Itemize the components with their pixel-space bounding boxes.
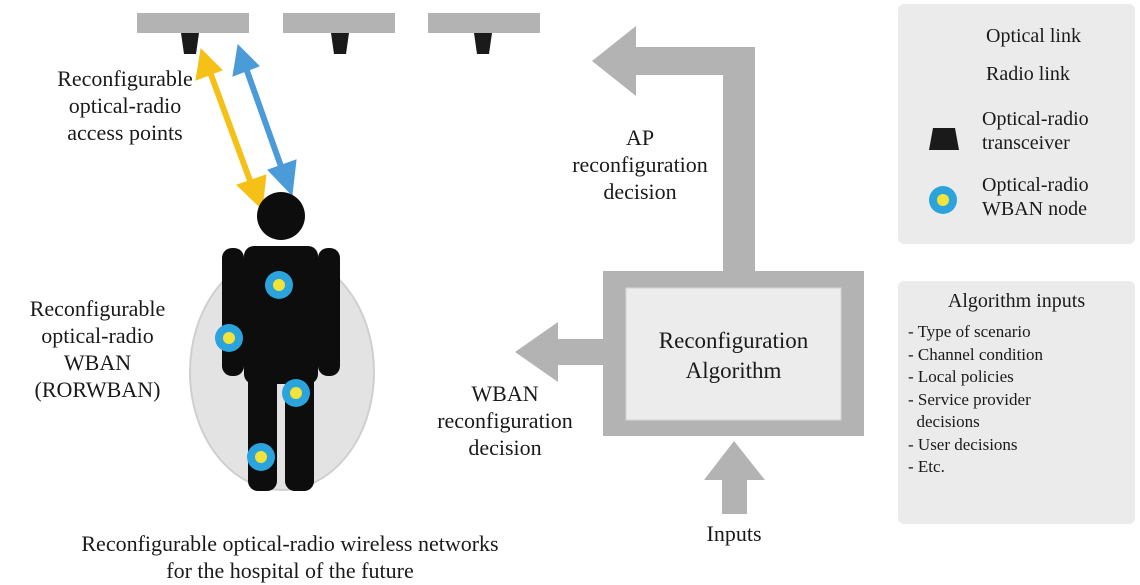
legend-node-line: WBAN node: [982, 198, 1087, 220]
algorithm-input-item: - Service provider: [908, 389, 1031, 409]
algorithm-input-item: - Type of scenario: [908, 322, 1031, 341]
radio-link-arrow: [232, 43, 297, 197]
trapezoid-transceiver-icon: [929, 128, 959, 150]
legend-transceiver: Optical-radio transceiver: [982, 107, 1089, 155]
access-points-label: Reconfigurable optical-radio access poin…: [20, 65, 230, 146]
caption-line: Reconfigurable optical-radio wireless ne…: [81, 531, 499, 556]
ceiling-panel-2: [283, 13, 395, 33]
algorithm-label: Reconfiguration Algorithm: [626, 326, 841, 386]
inputs-label-text: Inputs: [706, 521, 762, 546]
legend-transceiver-line: Optical-radio: [982, 108, 1089, 130]
wban-nodes: [215, 271, 310, 471]
algorithm-input-item: - Local policies: [908, 367, 1014, 386]
person-torso: [244, 246, 318, 384]
wban-node-icon: [282, 379, 310, 407]
algorithm-input-item: - Etc.: [908, 457, 945, 476]
person-head: [257, 192, 305, 240]
algorithm-label-line: Reconfiguration: [658, 328, 809, 353]
caption: Reconfigurable optical-radio wireless ne…: [10, 530, 570, 584]
legend-panel: Optical link Radio link Optical-radio tr…: [898, 4, 1135, 244]
ap-decision-label-line: decision: [603, 179, 677, 204]
person-right-arm: [318, 248, 340, 376]
wban-node-icon: [215, 324, 243, 352]
legend-node: Optical-radio WBAN node: [982, 173, 1089, 221]
legend-radio-link: Radio link: [986, 62, 1070, 86]
transceiver-icon-2: [331, 33, 349, 54]
wban-decision-label-line: WBAN: [471, 381, 539, 406]
person-left-leg: [248, 370, 277, 491]
person-left-arm: [222, 248, 244, 376]
algorithm-inputs-title: Algorithm inputs: [947, 290, 1086, 312]
wban-label-line: (RORWBAN): [34, 377, 161, 402]
wban-decision-arrow: [515, 322, 606, 382]
access-points-label-line: optical-radio: [68, 93, 182, 118]
inputs-arrow: [704, 441, 765, 514]
ap-decision-arrow: [592, 26, 755, 273]
algorithm-inputs-panel: Algorithm inputs - Type of scenario - Ch…: [898, 281, 1135, 524]
wban-label-line: Reconfigurable: [29, 296, 166, 321]
caption-line: for the hospital of the future: [166, 558, 414, 583]
wban-node-icon: [265, 271, 293, 299]
wban-node-icon: [247, 443, 275, 471]
ceiling-panel-1: [137, 13, 249, 33]
ring-dot-node-icon: [929, 186, 957, 214]
ceiling-panels: [137, 13, 540, 33]
transceiver-icon-1: [181, 33, 199, 54]
legend-optical-link-text: Optical link: [986, 25, 1081, 47]
optical-link-arrow: [195, 47, 267, 211]
algorithm-label-line: Algorithm: [685, 358, 782, 383]
transceiver-icon-3: [474, 33, 492, 54]
wban-label-line: optical-radio: [41, 323, 154, 348]
algorithm-input-item: - Channel condition: [908, 344, 1044, 364]
legend-radio-link-text: Radio link: [986, 63, 1070, 85]
access-points-label-line: access points: [67, 120, 183, 145]
wban-label-line: WBAN: [63, 350, 132, 375]
wban-label: Reconfigurable optical-radio WBAN (RORWB…: [0, 295, 195, 403]
legend-optical-link: Optical link: [986, 24, 1081, 48]
wban-decision-label: WBAN reconfiguration decision: [410, 380, 600, 461]
ceiling-panel-3: [428, 13, 540, 33]
wban-decision-label-line: reconfiguration: [437, 408, 573, 433]
legend-transceiver-line: transceiver: [982, 132, 1070, 154]
algorithm-input-item: decisions: [908, 412, 980, 431]
access-points-label-line: Reconfigurable: [57, 66, 193, 91]
legend-node-line: Optical-radio: [982, 174, 1089, 196]
wban-decision-label-line: decision: [468, 435, 542, 460]
ap-decision-label-line: AP: [625, 125, 655, 150]
algorithm-inner-block: [625, 287, 842, 421]
algorithm-inputs-list: - Type of scenario - Channel condition -…: [908, 321, 1043, 479]
algorithm-input-item: - User decisions: [908, 434, 1018, 454]
ap-decision-label: AP reconfiguration decision: [540, 124, 740, 205]
ap-decision-label-line: reconfiguration: [572, 152, 708, 177]
inputs-label: Inputs: [684, 520, 784, 547]
transceivers: [181, 33, 492, 54]
